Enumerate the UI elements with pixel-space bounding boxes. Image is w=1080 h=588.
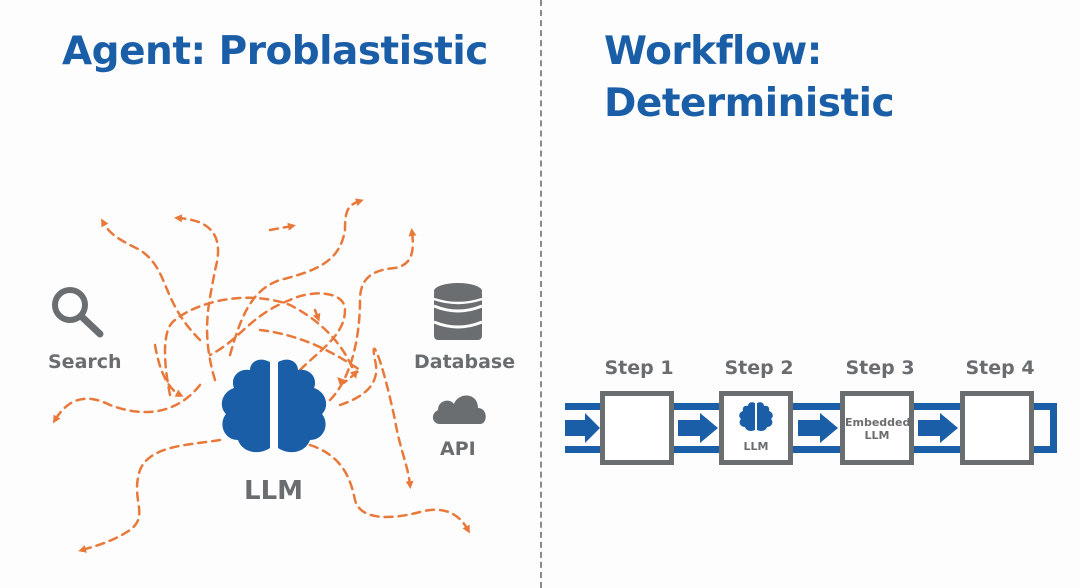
flow-arrow	[678, 413, 718, 443]
brain-icon	[221, 359, 327, 453]
step-3-box: Embedded LLM	[840, 391, 914, 465]
agent-path	[208, 292, 347, 372]
api-label: API	[440, 438, 476, 460]
workflow-title: Workflow: Deterministic	[604, 26, 895, 130]
step-3-content-line1: Embedded	[845, 416, 911, 429]
search-icon	[52, 287, 104, 338]
agent-path	[258, 328, 363, 386]
pipe-bottom-rail	[565, 446, 1057, 453]
llm-label: LLM	[244, 476, 304, 506]
step-2-label: Step 2	[724, 357, 794, 379]
step-2-content: LLM	[743, 440, 769, 453]
workflow-title-line1: Workflow:	[604, 29, 822, 74]
workflow-title-line2: Deterministic	[604, 81, 895, 126]
agent-path	[268, 222, 296, 232]
flow-arrow	[798, 413, 838, 443]
agent-path	[338, 347, 414, 489]
step-4-label: Step 4	[965, 357, 1035, 379]
database-icon	[433, 283, 483, 340]
agent-path	[174, 214, 220, 382]
search-label: Search	[48, 351, 122, 373]
flow-arrow	[918, 413, 958, 443]
agent-path	[228, 198, 364, 357]
agent-paths	[52, 198, 470, 553]
pipe-top-rail	[565, 403, 1057, 410]
step-2-box: LLM	[719, 391, 793, 465]
agent-path	[101, 218, 202, 342]
pipe-end-cap	[1050, 403, 1057, 453]
step-1-box	[600, 391, 674, 465]
agent-path	[52, 383, 202, 424]
cloud-icon	[432, 395, 486, 424]
step-4-box	[960, 391, 1034, 465]
agent-path	[308, 443, 470, 534]
database-label: Database	[414, 351, 516, 373]
step-3-label: Step 3	[845, 357, 915, 379]
agent-path	[153, 343, 184, 397]
brain-icon	[739, 402, 773, 431]
step-3-content-line2: LLM	[864, 429, 890, 442]
agent-path	[312, 308, 321, 322]
agent-title: Agent: Problastistic	[62, 29, 488, 74]
flow-arrow	[565, 413, 600, 443]
panel-divider	[540, 0, 542, 588]
agent-path	[163, 296, 358, 397]
step-1-label: Step 1	[604, 357, 674, 379]
agent-path	[78, 438, 222, 553]
